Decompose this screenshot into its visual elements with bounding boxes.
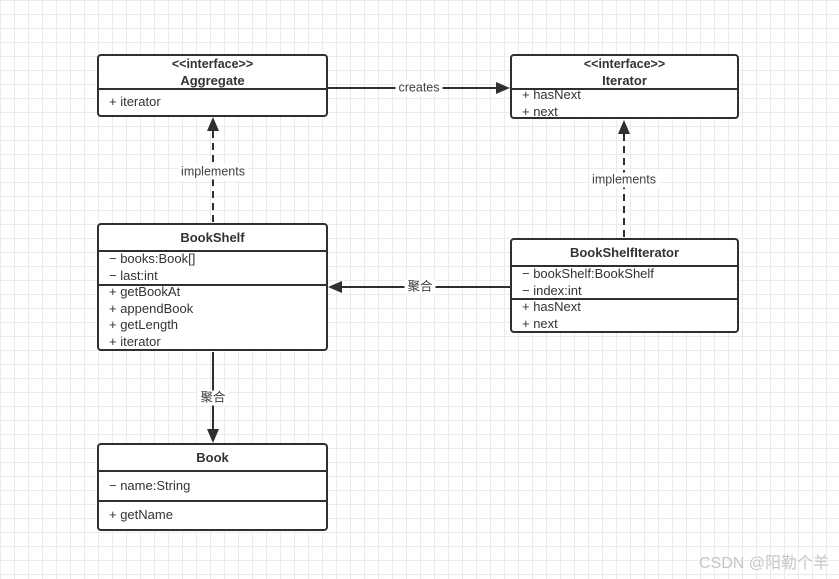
class-name: Aggregate [180,72,245,88]
attribute-row: − index:int [522,282,582,298]
class-header: BookShelf [99,225,326,252]
class-book[interactable]: Book − name:String + getName [97,443,328,531]
method-row: + getBookAt [109,285,181,300]
method-row: + next [522,315,558,331]
attribute-row: − last:int [109,267,158,283]
methods-section: + hasNext + next [512,90,737,117]
attributes-section: − books:Book[] − last:int [99,252,326,286]
methods-section: + getBookAt + appendBook + getLength + i… [99,286,326,349]
method-row: + hasNext [522,300,581,314]
aggregation-label-horizontal: 聚合 [404,279,436,295]
stereotype-label: <<interface>> [583,56,666,71]
attributes-section: − name:String [99,472,326,502]
implements-label-left: implements [178,164,248,180]
attribute-row: − name:String [109,477,191,493]
class-bookshelf[interactable]: BookShelf − books:Book[] − last:int + ge… [97,223,328,351]
arrowhead-left [328,281,342,293]
class-header: Book [99,445,326,472]
class-name: BookShelfIterator [569,245,680,260]
attribute-row: − books:Book[] [109,252,196,267]
creates-label: creates [395,80,443,96]
arrowhead-down [207,429,219,443]
class-header: BookShelfIterator [512,240,737,267]
method-row: + getName [109,507,173,523]
class-header: <<interface>> Aggregate [99,56,326,90]
method-row: + next [522,103,558,118]
class-name: Book [196,450,229,465]
methods-section: + iterator [99,90,326,115]
attributes-section: − bookShelf:BookShelf − index:int [512,267,737,300]
csdn-watermark: CSDN @阳勒个羊 [698,555,829,572]
aggregation-label-vertical: 聚合 [197,390,229,406]
method-row: + hasNext [522,90,581,102]
method-row: + iterator [109,333,161,349]
method-row: + appendBook [109,300,194,316]
class-iterator[interactable]: <<interface>> Iterator + hasNext + next [510,54,739,119]
arrowhead-up [618,120,630,134]
methods-section: + hasNext + next [512,300,737,331]
stereotype-label: <<interface>> [171,56,254,71]
class-name: BookShelf [180,230,245,245]
implements-label-right: implements [589,172,659,188]
class-name: Iterator [602,72,647,88]
method-row: + iterator [109,94,161,110]
class-aggregate[interactable]: <<interface>> Aggregate + iterator [97,54,328,117]
class-header: <<interface>> Iterator [512,56,737,90]
methods-section: + getName [99,502,326,529]
arrowhead-right [496,82,510,94]
class-bookshelfiterator[interactable]: BookShelfIterator − bookShelf:BookShelf … [510,238,739,333]
attribute-row: − bookShelf:BookShelf [522,267,654,281]
method-row: + getLength [109,317,179,333]
arrowhead-up [207,117,219,131]
